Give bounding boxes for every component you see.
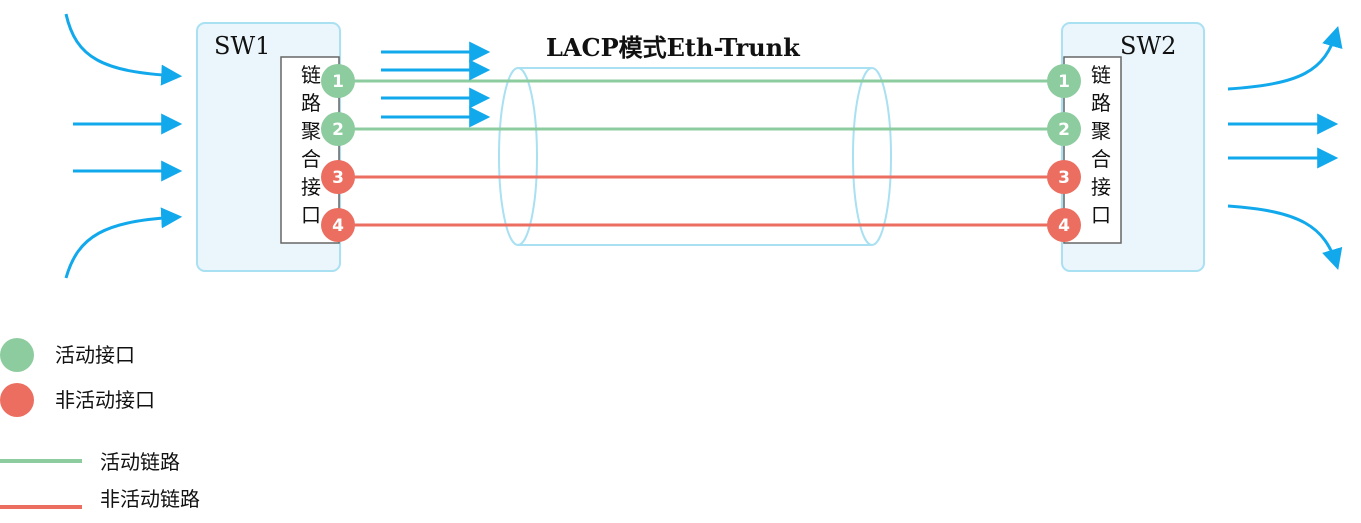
- sw2-port-3: 3: [1047, 160, 1081, 194]
- sw2-port-2: 2: [1047, 112, 1081, 146]
- sw1-agg-char: 接: [301, 175, 321, 199]
- sw2-port-1: 1: [1047, 64, 1081, 98]
- switch-sw1-label: SW1: [214, 32, 270, 60]
- port-number: 2: [1058, 120, 1070, 140]
- port-number: 4: [1058, 216, 1070, 236]
- sw2-agg-char: 口: [1091, 203, 1111, 227]
- legend: 活动接口 非活动接口 活动链路 非活动链路: [0, 338, 200, 511]
- switch-sw2-label: SW2: [1120, 32, 1176, 60]
- sw1-agg-char: 口: [301, 203, 321, 227]
- switch-sw2: SW2 链 路 聚 合 接 口: [1061, 22, 1205, 272]
- legend-active-port-swatch: [0, 338, 34, 372]
- sw1-agg-char: 合: [301, 147, 321, 171]
- sw2-port-4: 4: [1047, 208, 1081, 242]
- legend-inactive-port-swatch: [0, 383, 34, 417]
- sw1-port-3: 3: [321, 160, 355, 194]
- trunk-traffic: [381, 41, 491, 128]
- sw2-ports: 1 2 3 4: [1047, 64, 1081, 242]
- incoming-arrow-icon: [64, 13, 183, 86]
- sw2-agg-char: 合: [1091, 147, 1111, 171]
- sw1-port-2: 2: [321, 112, 355, 146]
- outgoing-arrow-icon: [1227, 25, 1343, 91]
- legend-inactive-link-label: 非活动链路: [100, 487, 200, 511]
- sw1-agg-char: 链: [301, 63, 321, 87]
- incoming-arrow-icon: [64, 207, 183, 279]
- sw1-agg-char: 路: [301, 91, 321, 115]
- port-number: 4: [332, 216, 344, 236]
- sw2-agg-char: 聚: [1091, 119, 1111, 143]
- port-number: 3: [1058, 168, 1070, 188]
- sw2-agg-char: 路: [1091, 91, 1111, 115]
- outgoing-arrow-icon: [1227, 204, 1343, 271]
- legend-active-port-label: 活动接口: [55, 343, 135, 367]
- sw2-agg-char: 链: [1091, 63, 1111, 87]
- sw2-agg-char: 接: [1091, 175, 1111, 199]
- legend-inactive-port-label: 非活动接口: [55, 388, 155, 412]
- sw1-agg-char: 聚: [301, 119, 321, 143]
- sw1-port-4: 4: [321, 208, 355, 242]
- outgoing-traffic: [1227, 25, 1343, 271]
- port-number: 3: [332, 168, 344, 188]
- sw1-port-1: 1: [321, 64, 355, 98]
- incoming-traffic: [64, 13, 183, 279]
- eth-trunk-tunnel: [498, 67, 892, 246]
- links: [338, 79, 1064, 227]
- port-number: 2: [332, 120, 344, 140]
- switch-sw1: SW1 链 路 聚 合 接 口: [196, 22, 341, 272]
- trunk-title: LACP模式Eth-Trunk: [546, 33, 801, 62]
- sw1-ports: 1 2 3 4: [321, 64, 355, 242]
- port-number: 1: [332, 72, 344, 92]
- port-number: 1: [1058, 72, 1070, 92]
- legend-active-link-label: 活动链路: [100, 450, 180, 474]
